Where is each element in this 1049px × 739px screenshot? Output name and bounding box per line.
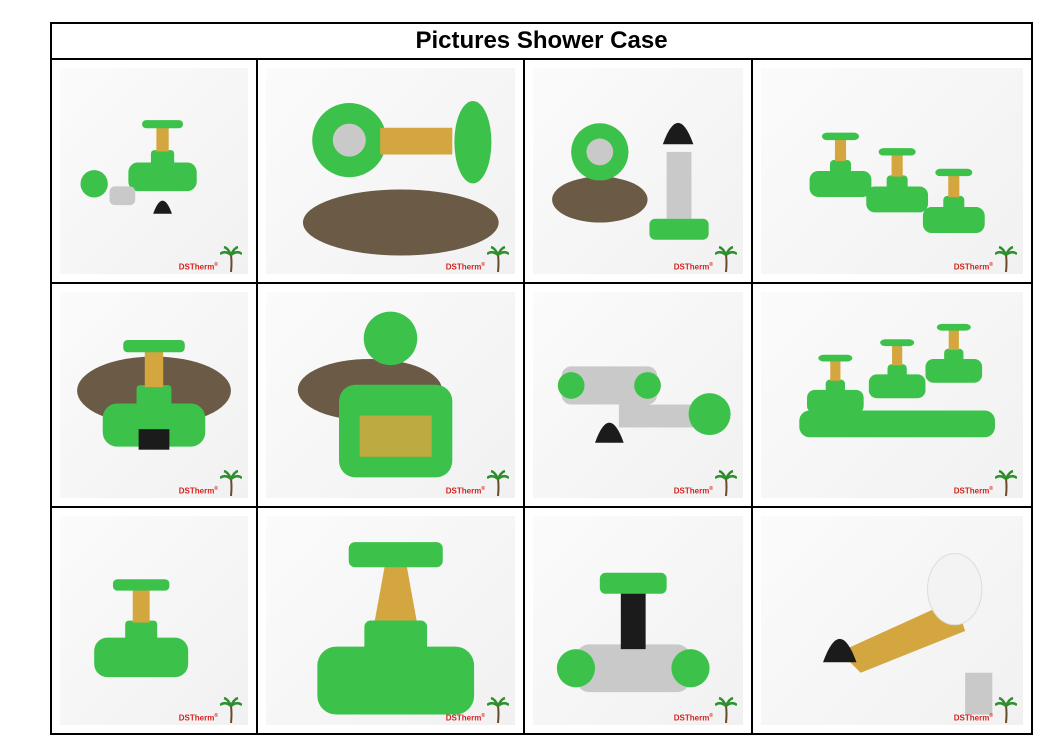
palm-tree-icon bbox=[995, 470, 1017, 496]
palm-tree-icon bbox=[220, 697, 242, 723]
valve-group-icon bbox=[761, 292, 1023, 498]
logo-text: DSTherm® bbox=[953, 713, 993, 723]
picture-cell: DSTherm® bbox=[525, 284, 753, 508]
palm-tree-icon bbox=[220, 470, 242, 496]
dstherm-logo: DSTherm® bbox=[954, 246, 1017, 272]
palm-tree-icon bbox=[487, 697, 509, 723]
picture-cell: DSTherm® bbox=[258, 508, 525, 733]
valve-cross-section-icon bbox=[266, 292, 515, 498]
picture-table: Pictures Shower Case DSTherm® DSTherm® D… bbox=[50, 22, 1033, 735]
stop-valve-icon bbox=[60, 516, 248, 725]
palm-tree-icon bbox=[715, 246, 737, 272]
dstherm-logo: DSTherm® bbox=[446, 697, 509, 723]
logo-text: DSTherm® bbox=[178, 713, 218, 723]
page-title: Pictures Shower Case bbox=[52, 24, 1031, 60]
valve-cutaway-icon bbox=[60, 292, 248, 498]
picture-cell: DSTherm® bbox=[52, 284, 258, 508]
three-valves-icon bbox=[761, 68, 1023, 274]
palm-tree-icon bbox=[715, 697, 737, 723]
palm-tree-icon bbox=[995, 697, 1017, 723]
dstherm-logo: DSTherm® bbox=[674, 470, 737, 496]
dstherm-logo: DSTherm® bbox=[674, 246, 737, 272]
logo-text: DSTherm® bbox=[953, 262, 993, 272]
dstherm-logo: DSTherm® bbox=[179, 470, 242, 496]
dstherm-logo: DSTherm® bbox=[179, 697, 242, 723]
logo-text: DSTherm® bbox=[953, 486, 993, 496]
picture-cell: DSTherm® bbox=[52, 60, 258, 284]
picture-cell: DSTherm® bbox=[753, 508, 1031, 733]
palm-tree-icon bbox=[487, 470, 509, 496]
dstherm-logo: DSTherm® bbox=[954, 470, 1017, 496]
picture-cell: DSTherm® bbox=[753, 60, 1031, 284]
dstherm-logo: DSTherm® bbox=[674, 697, 737, 723]
picture-cell: DSTherm® bbox=[258, 284, 525, 508]
palm-tree-icon bbox=[487, 246, 509, 272]
large-stop-valve-icon bbox=[266, 516, 515, 725]
dstherm-logo: DSTherm® bbox=[179, 246, 242, 272]
dstherm-logo: DSTherm® bbox=[446, 470, 509, 496]
logo-text: DSTherm® bbox=[673, 486, 713, 496]
logo-text: DSTherm® bbox=[178, 262, 218, 272]
dstherm-logo: DSTherm® bbox=[446, 246, 509, 272]
palm-tree-icon bbox=[715, 470, 737, 496]
logo-text: DSTherm® bbox=[445, 713, 485, 723]
logo-text: DSTherm® bbox=[445, 486, 485, 496]
dstherm-logo: DSTherm® bbox=[954, 697, 1017, 723]
valve-union-parts-icon bbox=[533, 68, 743, 274]
logo-text: DSTherm® bbox=[673, 713, 713, 723]
logo-text: DSTherm® bbox=[445, 262, 485, 272]
picture-cell: DSTherm® bbox=[258, 60, 525, 284]
picture-cell: DSTherm® bbox=[525, 60, 753, 284]
picture-cell: DSTherm® bbox=[525, 508, 753, 733]
picture-cell: DSTherm® bbox=[52, 508, 258, 733]
stop-valve-parts-icon bbox=[60, 68, 248, 274]
picture-cell: DSTherm® bbox=[753, 284, 1031, 508]
chrome-valve-parts-icon bbox=[533, 292, 743, 498]
brass-bonnet-parts-icon bbox=[761, 516, 1023, 725]
logo-text: DSTherm® bbox=[178, 486, 218, 496]
palm-tree-icon bbox=[995, 246, 1017, 272]
palm-tree-icon bbox=[220, 246, 242, 272]
picture-grid: DSTherm® DSTherm® DSTherm® DSTherm® bbox=[52, 60, 1031, 733]
valve-body-on-rock-icon bbox=[266, 68, 515, 274]
chrome-body-valve-icon bbox=[533, 516, 743, 725]
logo-text: DSTherm® bbox=[673, 262, 713, 272]
